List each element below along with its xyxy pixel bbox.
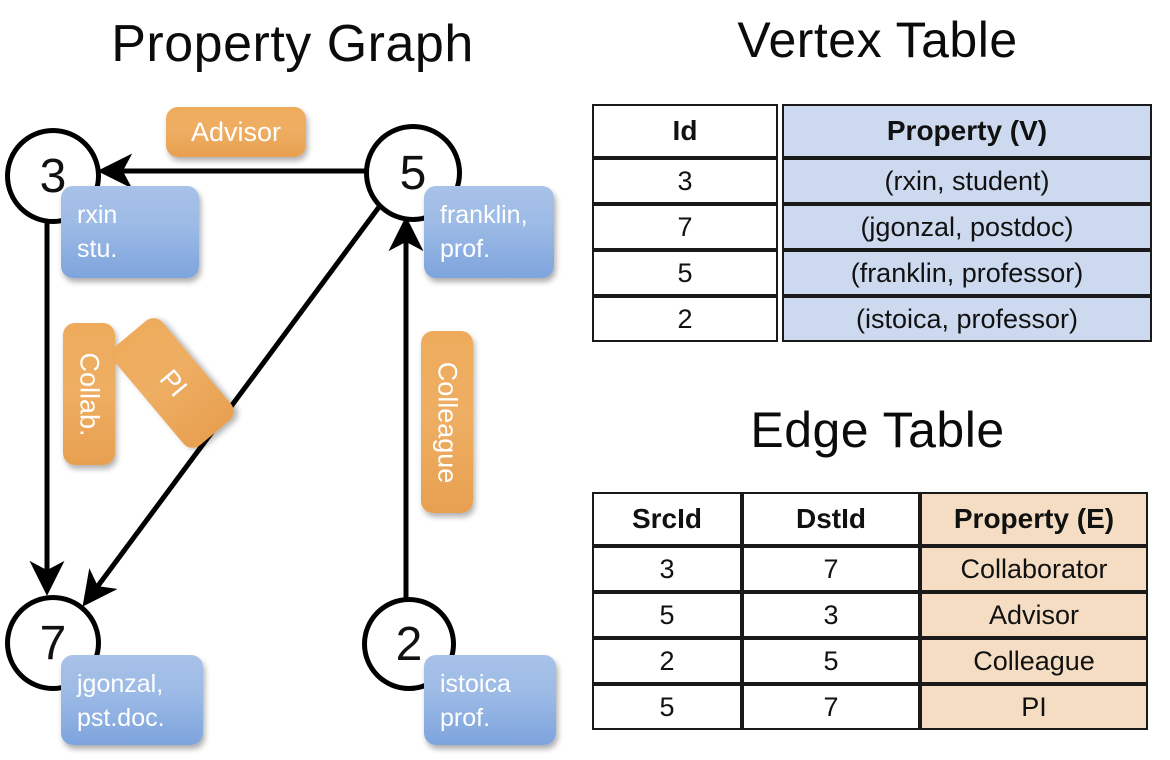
cell-srcid: 3 [592, 546, 742, 592]
column-gap [778, 204, 782, 250]
cell-id: 5 [592, 250, 778, 296]
cell-property: Advisor [920, 592, 1148, 638]
callout-line-2: stu. [77, 235, 118, 263]
property-graph-diagram: 3 5 7 2 rxin stu. franklin, prof. jgonza… [5, 107, 556, 745]
vertex-table: Id Property (V) 3 (rxin, student) 7 (jgo… [592, 104, 1152, 342]
edge-label-text: PI [153, 363, 194, 403]
cell-property: Colleague [920, 638, 1148, 684]
table-row: 3 (rxin, student) [592, 158, 1152, 204]
node-id-label: 5 [399, 146, 427, 200]
cell-property: (istoica, professor) [782, 296, 1152, 342]
graph-node-2[interactable]: 2 [362, 597, 456, 691]
cell-dstid: 3 [742, 592, 920, 638]
cell-srcid: 5 [592, 592, 742, 638]
column-gap [778, 158, 782, 204]
table-header-row: Id Property (V) [592, 104, 1152, 158]
edge-table: SrcId DstId Property (E) 3 7 Collaborato… [592, 492, 1148, 730]
cell-property: (jgonzal, postdoc) [782, 204, 1152, 250]
column-gap [778, 296, 782, 342]
page-title-property-graph: Property Graph [111, 15, 474, 73]
node-property-callout-jgonzal: jgonzal, pst.doc. [61, 655, 203, 745]
column-gap [778, 104, 782, 158]
edge-arrow-5-to-7 [82, 205, 382, 607]
column-header-id: Id [592, 104, 778, 158]
callout-line-2: pst.doc. [77, 704, 165, 732]
table-row: 2 5 Colleague [592, 638, 1148, 684]
cell-id: 3 [592, 158, 778, 204]
node-property-callout-istoica: istoica prof. [424, 655, 556, 745]
cell-property: PI [920, 684, 1148, 730]
table-row: 3 7 Collaborator [592, 546, 1148, 592]
graph-edge-arrows [29, 153, 424, 607]
edge-label-collab: Collab. [63, 323, 115, 465]
callout-line-1: rxin [77, 201, 118, 229]
cell-id: 7 [592, 204, 778, 250]
cell-property: (franklin, professor) [782, 250, 1152, 296]
column-gap [778, 250, 782, 296]
page-title-edge-table: Edge Table [750, 402, 1005, 458]
table-row: 5 3 Advisor [592, 592, 1148, 638]
node-property-callout-rxin: rxin stu. [61, 186, 199, 278]
edge-label-text: Advisor [190, 116, 282, 147]
table-row: 2 (istoica, professor) [592, 296, 1152, 342]
cell-srcid: 5 [592, 684, 742, 730]
edge-label-advisor: Advisor [166, 107, 306, 157]
cell-property: (rxin, student) [782, 158, 1152, 204]
cell-srcid: 2 [592, 638, 742, 684]
cell-dstid: 7 [742, 546, 920, 592]
callout-line-1: jgonzal, [77, 670, 164, 698]
column-header-dstid: DstId [742, 492, 920, 546]
column-header-srcid: SrcId [592, 492, 742, 546]
column-header-property-v: Property (V) [782, 104, 1152, 158]
table-row: 5 7 PI [592, 684, 1148, 730]
table-row: 5 (franklin, professor) [592, 250, 1152, 296]
table-row: 7 (jgonzal, postdoc) [592, 204, 1152, 250]
column-header-property-e: Property (E) [920, 492, 1148, 546]
node-id-label: 2 [395, 617, 423, 671]
callout-line-2: prof. [440, 235, 491, 263]
cell-dstid: 7 [742, 684, 920, 730]
cell-dstid: 5 [742, 638, 920, 684]
callout-line-1: istoica [440, 670, 511, 698]
cell-property: Collaborator [920, 546, 1148, 592]
edge-label-text: Colleague [432, 361, 463, 483]
node-property-callout-franklin: franklin, prof. [424, 186, 554, 278]
table-header-row: SrcId DstId Property (E) [592, 492, 1148, 546]
callout-line-1: franklin, [440, 201, 528, 229]
edge-label-text: Collab. [74, 351, 105, 437]
callout-line-2: prof. [440, 704, 491, 732]
edge-label-colleague: Colleague [421, 331, 473, 513]
cell-id: 2 [592, 296, 778, 342]
page-title-vertex-table: Vertex Table [737, 12, 1018, 68]
